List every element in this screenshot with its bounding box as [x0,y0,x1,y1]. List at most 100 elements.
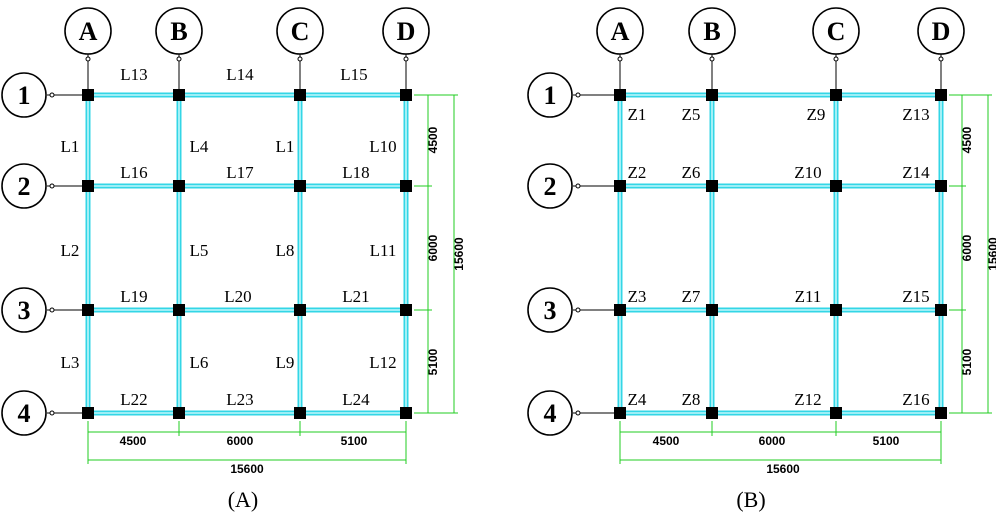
row-axis-bubble [1,72,47,118]
column-node [706,304,718,316]
element-label: L16 [120,163,147,182]
column-node [706,180,718,192]
column-node [400,89,412,101]
axis-leader-dot [617,56,623,62]
row-axis-label: 4 [544,399,557,428]
column-node [614,89,626,101]
axis-leader-dot [575,92,581,98]
row-axis-label: 3 [544,296,557,325]
column-axis-label: D [397,17,416,46]
axis-leader-dot [297,56,303,62]
element-label: L4 [190,137,209,156]
axis-leader-dot [709,56,715,62]
column-axis-label: A [79,17,98,46]
column-axis-bubble [155,7,203,55]
dimension-total-label: 15600 [230,462,264,476]
column-axis-label: C [827,17,846,46]
axis-leader-dot [938,56,944,62]
element-label: Z15 [902,287,929,306]
column-node [614,407,626,419]
column-node [173,407,185,419]
row-axis-label: 3 [18,296,31,325]
element-label: L23 [226,390,253,409]
row-axis-bubble [1,163,47,209]
axis-leader-dot [49,92,55,98]
element-label: Z6 [682,163,701,182]
column-node [706,89,718,101]
element-label: Z12 [794,390,821,409]
column-axis-label: B [170,17,187,46]
element-label: L15 [340,65,367,84]
element-label: L2 [61,241,80,260]
column-axis-bubble [382,7,430,55]
column-axis-bubble [917,7,965,55]
axis-leader-dot [49,307,55,313]
column-node [400,180,412,192]
dimension-label: 5100 [960,348,974,375]
element-label: Z9 [807,105,826,124]
dimension-label: 6000 [227,434,254,448]
dimension-total-label: 15600 [766,462,800,476]
element-label: Z16 [902,390,929,409]
column-node [82,89,94,101]
axis-leader-dot [575,307,581,313]
axis-leader-dot [575,183,581,189]
column-axis-bubble [688,7,736,55]
column-axis-label: B [703,17,720,46]
element-label: L1 [61,137,80,156]
row-axis-label: 2 [544,172,557,201]
dimension-label: 4500 [426,126,440,153]
row-axis-bubble [527,72,573,118]
element-label: Z2 [628,163,647,182]
dimension-label: 4500 [120,434,147,448]
element-label: Z7 [682,287,701,306]
element-label: Z4 [628,390,647,409]
column-axis-bubble [64,7,112,55]
element-label: Z1 [628,105,647,124]
column-node [82,304,94,316]
element-label: L13 [120,65,147,84]
dimension-label: 6000 [759,434,786,448]
element-label: Z14 [902,163,930,182]
dimension-label: 4500 [653,434,680,448]
element-label: Z10 [794,163,821,182]
axis-leader-dot [176,56,182,62]
element-label: L19 [120,287,147,306]
axis-leader-dot [85,56,91,62]
row-axis-label: 2 [18,172,31,201]
column-node [614,304,626,316]
column-node [935,180,947,192]
column-axis-label: C [291,17,310,46]
column-node [830,89,842,101]
column-node [82,407,94,419]
axis-leader-dot [833,56,839,62]
element-label: L12 [369,353,396,372]
dimension-label: 5100 [341,434,368,448]
row-axis-label: 1 [18,81,31,110]
column-node [830,304,842,316]
column-node [935,304,947,316]
column-node [173,180,185,192]
column-node [173,89,185,101]
row-axis-bubble [1,390,47,436]
element-label: Z8 [682,390,701,409]
element-label: Z3 [628,287,647,306]
column-node [614,180,626,192]
panel-caption: (B) [736,487,765,512]
element-label: L14 [226,65,254,84]
element-label: Z11 [795,287,822,306]
column-node [935,407,947,419]
element-label: L21 [342,287,369,306]
column-axis-label: A [611,17,630,46]
element-label: L24 [342,390,370,409]
row-axis-label: 4 [18,399,31,428]
dimension-label: 4500 [960,126,974,153]
row-axis-label: 1 [544,81,557,110]
column-node [706,407,718,419]
row-axis-bubble [527,163,573,209]
column-node [294,180,306,192]
dimension-label: 5100 [426,348,440,375]
column-node [400,304,412,316]
